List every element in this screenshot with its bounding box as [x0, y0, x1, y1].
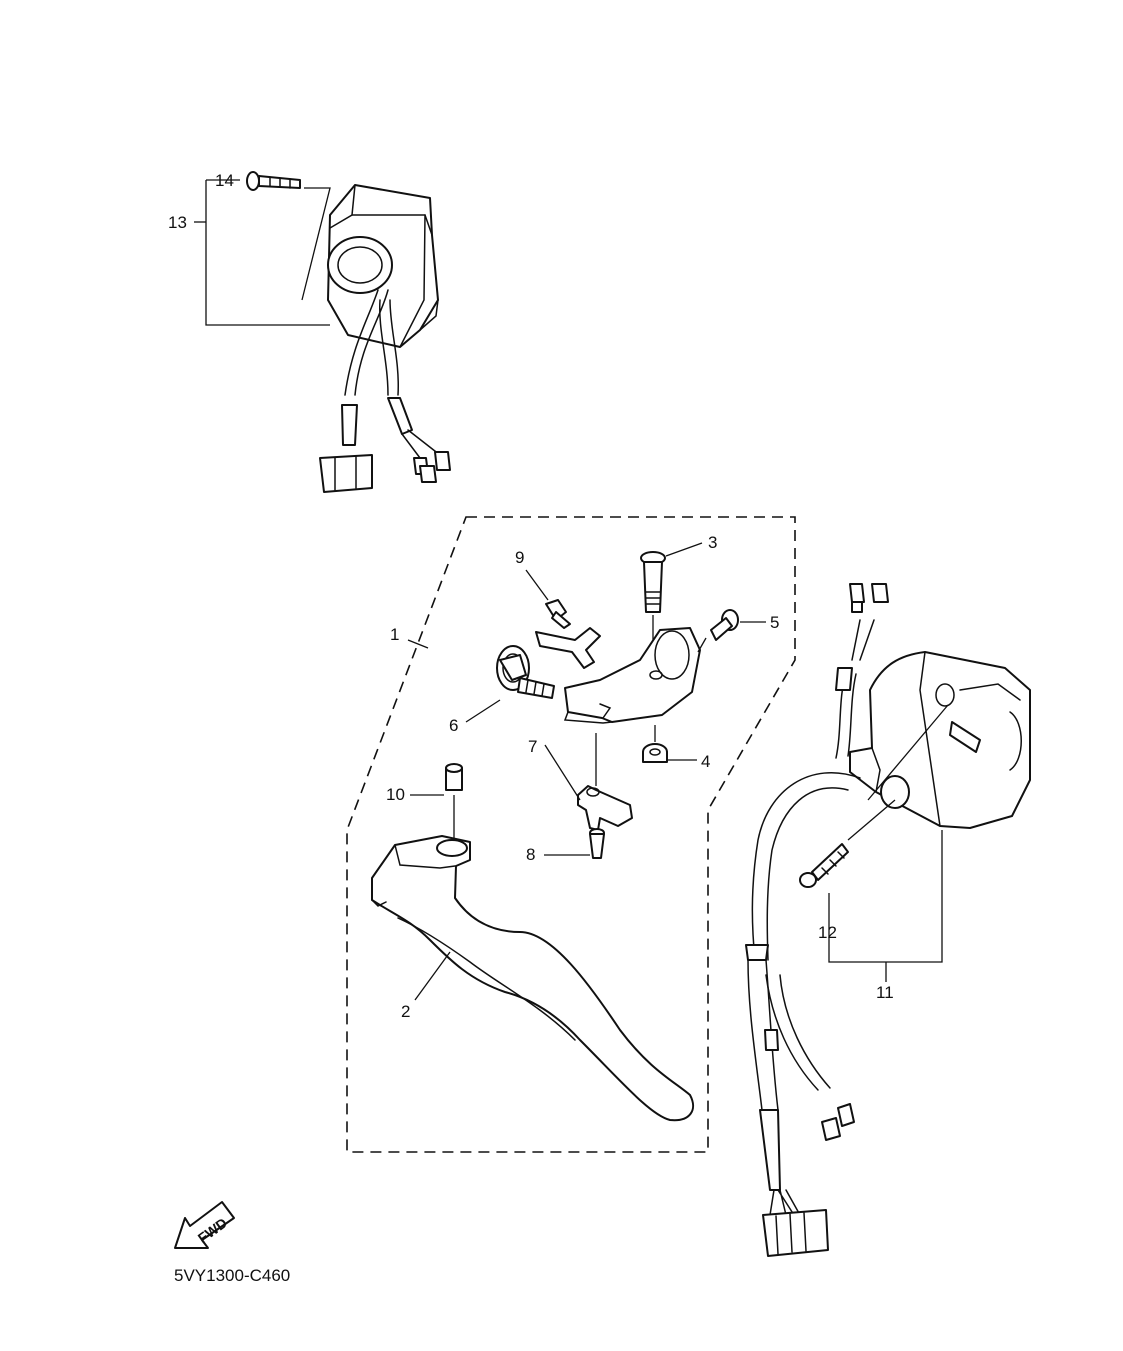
- left-handlebar-switch: [745, 583, 1031, 1257]
- switch-bracket: [535, 627, 601, 669]
- diagram-code: 5VY1300-C460: [174, 1266, 290, 1285]
- brake-light-switch: [577, 785, 633, 831]
- switch-screw-right: [799, 843, 849, 888]
- adjuster-knob: [496, 645, 555, 699]
- callout-11: 11: [876, 983, 894, 1002]
- callout-13: 13: [168, 213, 187, 232]
- brake-lever: [371, 835, 695, 1122]
- callout-8: 8: [526, 845, 535, 864]
- pivot-nut: [642, 743, 668, 763]
- callout-2: 2: [401, 1002, 410, 1021]
- brake-lever-holder-assembly: [563, 627, 701, 724]
- assembly-boundary: [346, 516, 796, 1153]
- callout-10: 10: [386, 785, 405, 804]
- callout-9: 9: [515, 548, 524, 567]
- callout-4: 4: [701, 752, 710, 771]
- callout-3: 3: [708, 533, 717, 552]
- lever-bushing: [445, 763, 463, 791]
- switch-screw-left: [246, 171, 301, 191]
- holder-bolt: [710, 609, 739, 641]
- callout-7: 7: [528, 737, 537, 756]
- pivot-bolt: [640, 551, 666, 613]
- bracket-screw: [545, 599, 571, 629]
- callout-6: 6: [449, 716, 458, 735]
- callout-1: 1: [390, 625, 399, 644]
- callout-12: 12: [818, 923, 837, 942]
- callout-14: 14: [215, 171, 234, 190]
- right-handlebar-switch: [319, 184, 451, 493]
- switch-screw: [589, 828, 605, 859]
- forward-arrow-icon: FWD: [174, 1201, 235, 1249]
- callout-5: 5: [770, 613, 779, 632]
